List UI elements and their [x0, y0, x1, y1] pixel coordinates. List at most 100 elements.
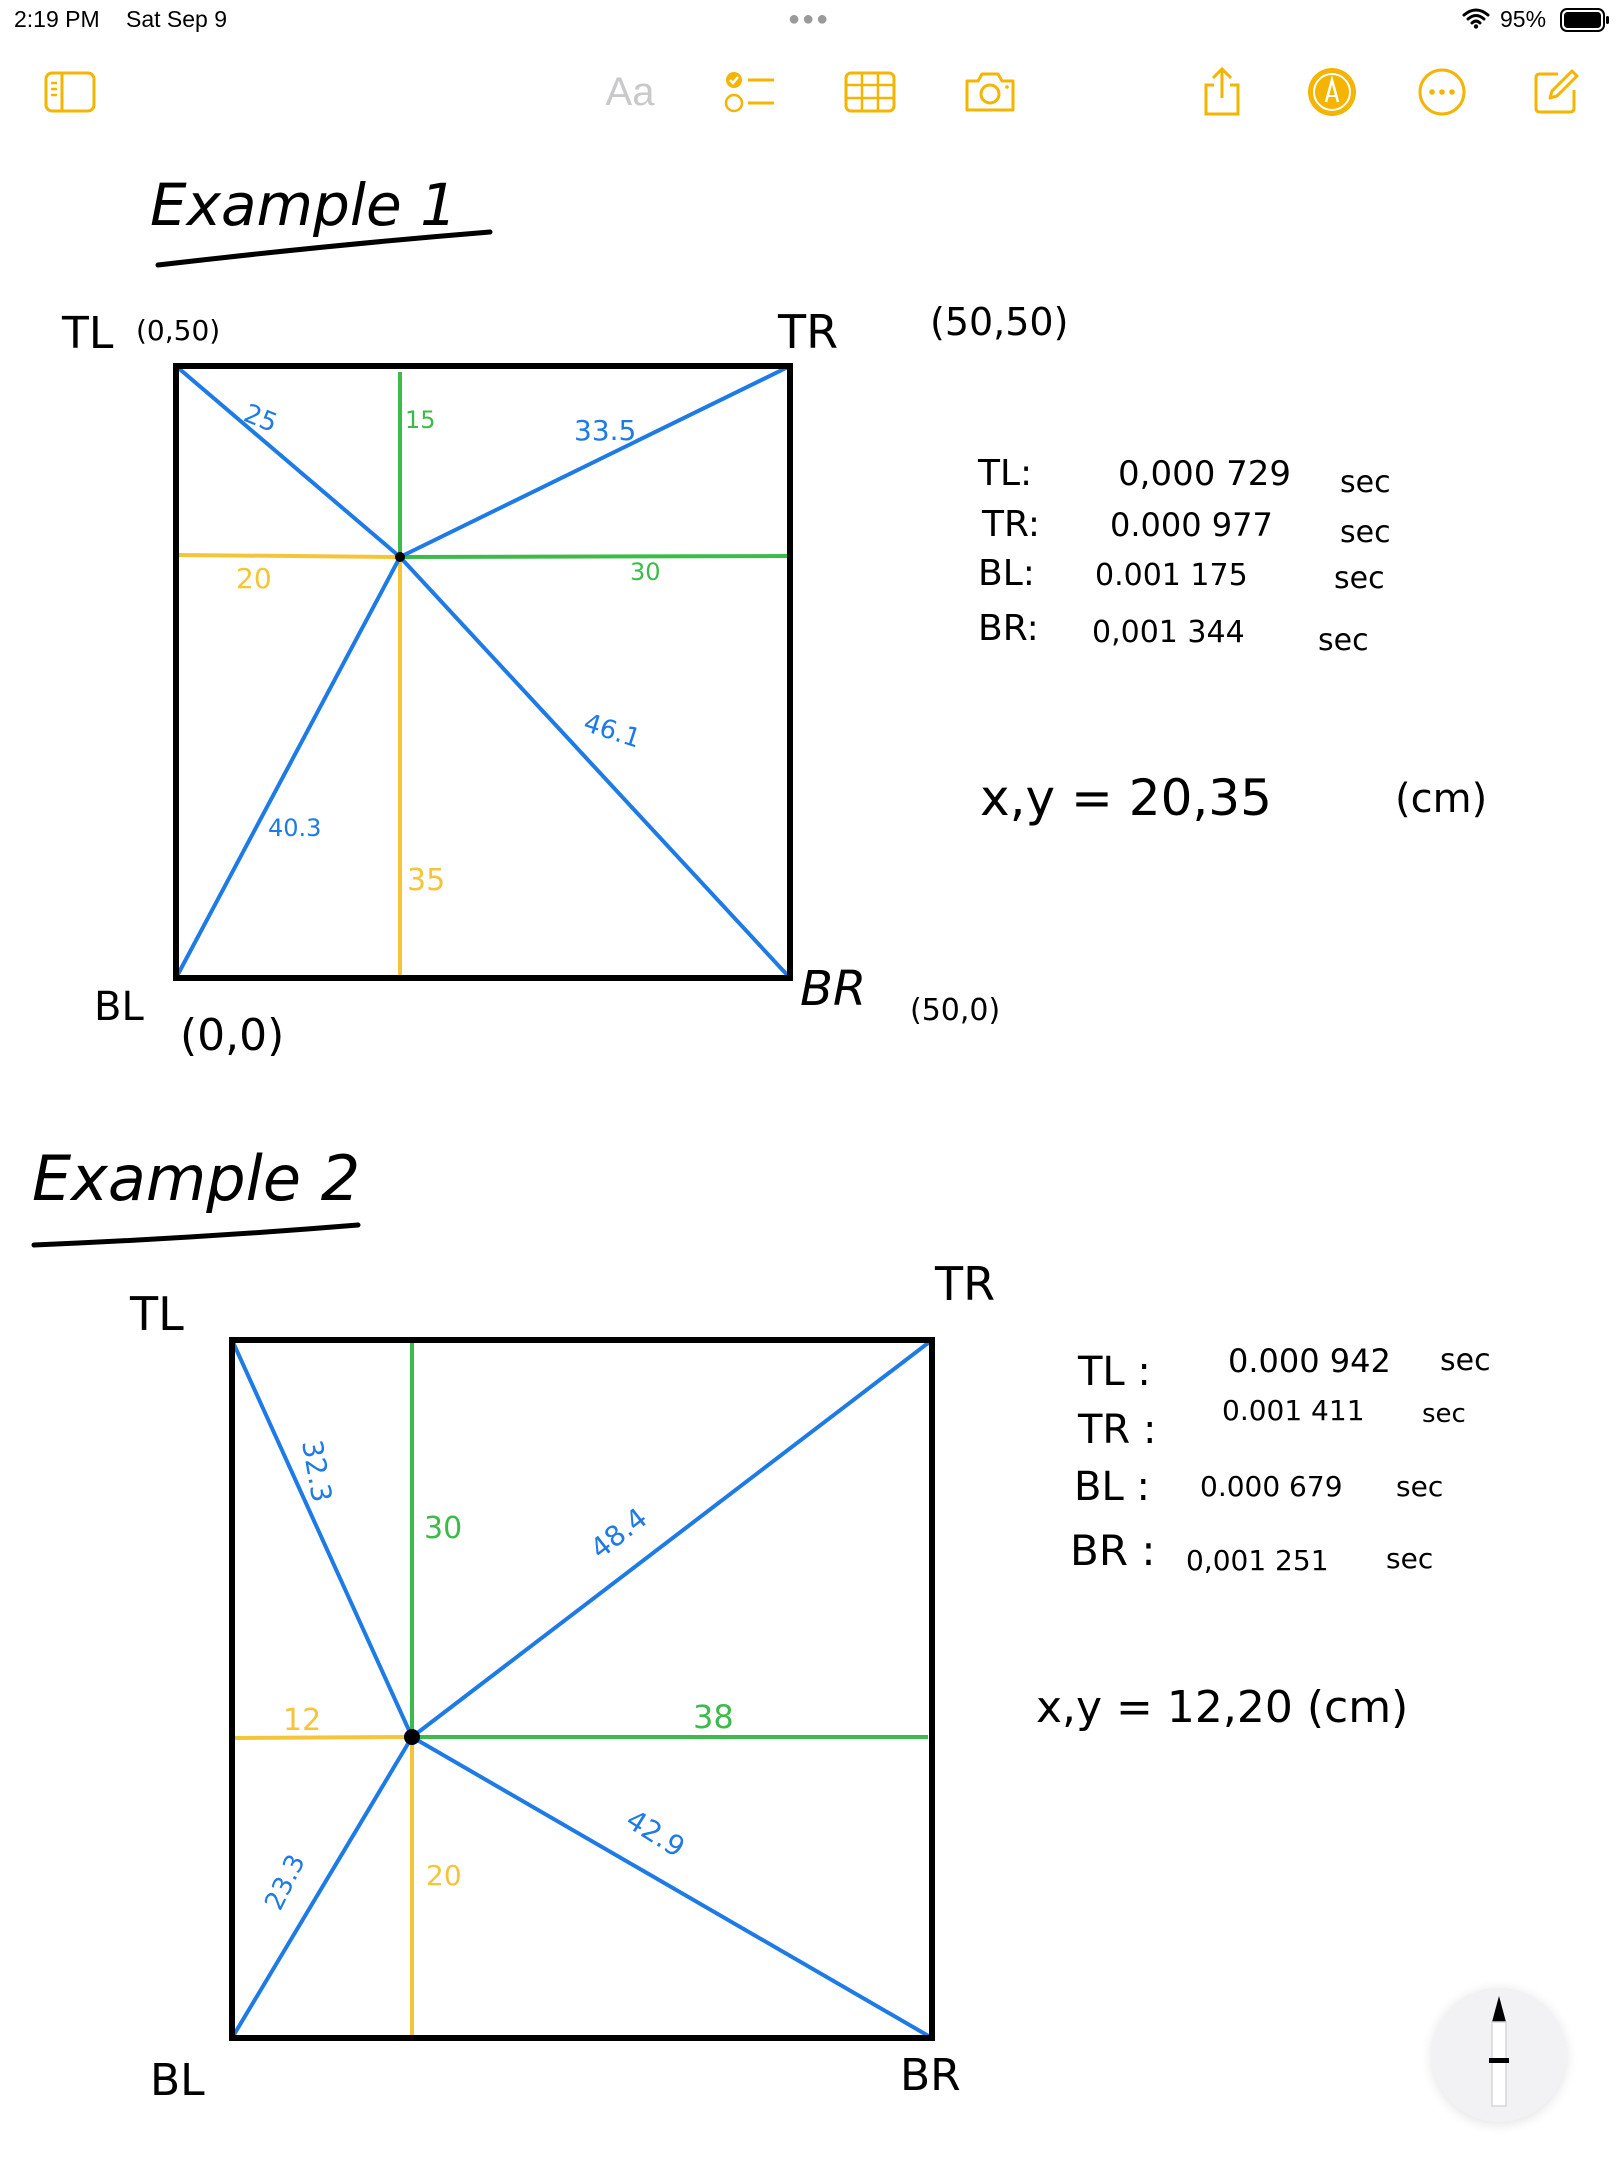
share-icon	[1204, 67, 1240, 116]
example1-tr-coord: (50,50)	[930, 300, 1068, 344]
note-canvas[interactable]: Example 1 TL (0,50) TR (50,50) BL (0,0) …	[0, 130, 1620, 2160]
camera-icon	[965, 72, 1015, 112]
example1-square	[173, 363, 793, 981]
example2-label-right: 38	[693, 1698, 734, 1736]
example2-time-value: 0.000 679	[1200, 1470, 1343, 1503]
example2-bl-label: BL	[150, 2055, 205, 2106]
example1-tr-label: TR	[777, 305, 838, 359]
example1-label-d-tr: 33.5	[574, 414, 636, 447]
example1-br-coord: (50,0)	[910, 993, 1000, 1028]
example1-time-value: 0,001 344	[1092, 615, 1245, 650]
example2-square	[229, 1337, 935, 2041]
pencil-icon	[1489, 1996, 1509, 2107]
example1-label-up: 15	[405, 406, 436, 434]
example1-result: x,y = 20,35	[980, 769, 1272, 827]
example1-time-unit: sec	[1340, 515, 1391, 550]
example2-tl-label: TL	[129, 1287, 184, 1341]
example2-label-d-bl: 23.3	[259, 1850, 311, 1915]
example1-point	[395, 552, 405, 562]
example1-time-corner: TL:	[977, 453, 1032, 494]
example1-label-right: 30	[630, 558, 661, 586]
example1-tl-coord: (0,50)	[136, 314, 220, 347]
multitasking-dots-icon[interactable]: ●●●	[788, 8, 831, 30]
example2-time-corner: BR :	[1070, 1526, 1156, 1575]
example2-title: Example 2	[32, 1142, 360, 1215]
battery-percentage: 95%	[1500, 6, 1547, 32]
example2-left-distance-line	[231, 1735, 413, 1740]
format-button[interactable]: Aa	[605, 69, 655, 114]
example1-time-unit: sec	[1318, 623, 1369, 658]
example1-title-underline	[155, 229, 493, 268]
example2-time-unit: sec	[1386, 1542, 1433, 1575]
more-button[interactable]	[1412, 64, 1472, 120]
example1-times-list: TL: 0,000 729 sec TR: 0.000 977 sec BL: …	[977, 453, 1391, 658]
example1-time-unit: sec	[1334, 561, 1385, 596]
example1-time-unit: sec	[1340, 465, 1391, 500]
share-button[interactable]	[1192, 64, 1252, 120]
example1-label-down: 35	[407, 863, 445, 898]
drawing-canvas[interactable]: Example 1 TL (0,50) TR (50,50) BL (0,0) …	[0, 130, 1620, 2160]
example2-time-value: 0.000 942	[1228, 1342, 1391, 1380]
checklist-button[interactable]	[720, 64, 780, 120]
example1-br-label: BR	[800, 961, 866, 1017]
example2-point	[404, 1729, 420, 1745]
example1-label-left: 20	[236, 562, 272, 595]
example1-time-corner: TR:	[981, 504, 1040, 545]
example1-time-corner: BL:	[978, 553, 1035, 594]
notes-toolbar: Aa	[0, 50, 1620, 130]
example2-title-underline	[31, 1222, 361, 1248]
more-icon	[1418, 68, 1466, 116]
example1-time-value: 0.001 175	[1095, 558, 1248, 593]
example2-label-d-br: 42.9	[620, 1803, 690, 1864]
example1-tr-diagonal	[399, 364, 791, 559]
markup-pen-icon	[1308, 68, 1356, 116]
example2-tr-label: TR	[934, 1257, 995, 1311]
status-bar: 2:19 PM Sat Sep 9 ●●● 95%	[0, 0, 1620, 40]
status-time: 2:19 PM	[14, 6, 100, 32]
example2-result: x,y = 12,20 (cm)	[1036, 1682, 1408, 1733]
table-icon	[844, 71, 896, 113]
example2-time-value: 0.001 411	[1222, 1394, 1365, 1427]
example2-time-unit: sec	[1440, 1343, 1491, 1378]
example1-tl-diagonal	[174, 364, 402, 559]
example1-tl-label: TL	[61, 308, 114, 359]
example2-tr-diagonal	[410, 1338, 934, 1739]
example2-label-d-tr: 48.4	[584, 1501, 653, 1565]
example1-time-value: 0,000 729	[1118, 454, 1291, 494]
example1-title: Example 1	[150, 171, 457, 239]
example2-time-corner: TL :	[1077, 1349, 1151, 1395]
sidebar-toggle-icon	[44, 71, 96, 113]
example2-time-value: 0,001 251	[1186, 1544, 1329, 1577]
example1-time-value: 0.000 977	[1110, 506, 1273, 544]
example2-tl-diagonal	[230, 1339, 414, 1738]
compose-icon	[1534, 69, 1579, 114]
markup-button[interactable]	[1302, 64, 1362, 120]
example2-time-unit: sec	[1422, 1399, 1466, 1429]
example1-label-d-bl: 40.3	[268, 814, 321, 842]
example2-time-unit: sec	[1396, 1470, 1443, 1503]
example2-br-diagonal	[410, 1735, 934, 2040]
status-date: Sat Sep 9	[126, 6, 228, 32]
compose-button[interactable]	[1526, 64, 1586, 120]
example1-bl-label: BL	[94, 984, 144, 1030]
example2-time-corner: TR :	[1077, 1407, 1156, 1453]
example2-time-corner: BL :	[1074, 1464, 1150, 1510]
example1-br-diagonal	[398, 555, 792, 980]
table-button[interactable]	[840, 64, 900, 120]
pencil-tool-button[interactable]	[1432, 1988, 1566, 2122]
example1-time-corner: BR:	[978, 608, 1039, 649]
example2-label-up: 30	[424, 1511, 462, 1546]
example1-label-d-tl: 25	[239, 399, 281, 439]
example2-label-down: 20	[426, 1859, 462, 1892]
camera-button[interactable]	[960, 64, 1020, 120]
example1-label-d-br: 46.1	[580, 708, 644, 754]
example2-label-left: 12	[283, 1703, 321, 1738]
checklist-icon	[724, 72, 774, 113]
example1-right-distance-line	[399, 554, 789, 559]
example1-result-unit: (cm)	[1395, 776, 1487, 822]
sidebar-toggle-button[interactable]	[40, 64, 100, 120]
example2-br-label: BR	[900, 2050, 961, 2101]
battery-icon	[1560, 8, 1609, 32]
example1-bl-coord: (0,0)	[180, 1010, 284, 1061]
example2-times-list: TL : 0.000 942 sec TR : 0.001 411 sec BL…	[1070, 1342, 1491, 1577]
